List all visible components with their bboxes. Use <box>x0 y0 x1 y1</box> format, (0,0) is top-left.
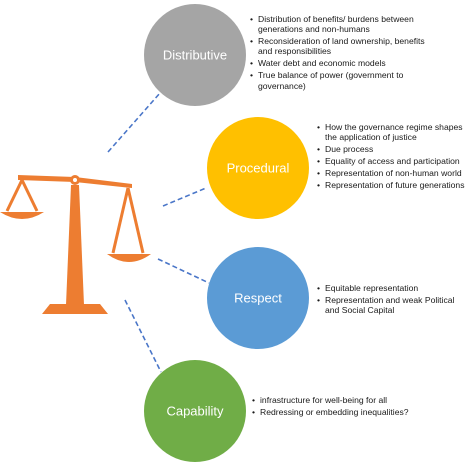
distributive-circle <box>144 4 246 106</box>
list-item: Representation and weak Political and So… <box>317 295 467 315</box>
connector-respect <box>157 258 210 284</box>
list-item: Equality of access and participation <box>317 156 472 166</box>
procedural-bullets: How the governance regime shapes the app… <box>317 122 472 192</box>
procedural-label: Procedural <box>227 160 290 175</box>
respect-bullets: Equitable representation Representation … <box>317 283 467 317</box>
capability-label: Capability <box>166 403 224 418</box>
list-item: Reconsideration of land ownership, benef… <box>250 36 440 56</box>
list-item: Representation of future generations <box>317 180 472 190</box>
list-item: Redressing or embedding inequalities? <box>252 407 422 417</box>
list-item: infrastructure for well-being for all <box>252 395 422 405</box>
connector-capability <box>124 299 162 373</box>
list-item: Representation of non-human world <box>317 168 472 178</box>
connector-procedural <box>162 187 207 207</box>
node-procedural: Procedural <box>207 117 309 219</box>
distributive-bullets: Distribution of benefits/ burdens betwee… <box>250 14 440 93</box>
respect-circle <box>207 247 309 349</box>
procedural-circle <box>207 117 309 219</box>
distributive-label: Distributive <box>163 47 227 62</box>
list-item: True balance of power (government to gov… <box>250 70 440 90</box>
list-item: Equitable representation <box>317 283 467 293</box>
list-item: Due process <box>317 144 472 154</box>
node-respect: Respect <box>207 247 309 349</box>
respect-label: Respect <box>234 290 282 305</box>
connector-distributive <box>107 92 161 153</box>
node-distributive: Distributive <box>144 4 246 106</box>
list-item: Water debt and economic models <box>250 58 440 68</box>
list-item: Distribution of benefits/ burdens betwee… <box>250 14 440 34</box>
connectors <box>107 92 210 373</box>
node-capability: Capability <box>144 360 246 462</box>
capability-circle <box>144 360 246 462</box>
capability-bullets: infrastructure for well-being for all Re… <box>252 395 422 419</box>
list-item: How the governance regime shapes the app… <box>317 122 472 142</box>
balance-scale-icon <box>0 175 151 314</box>
